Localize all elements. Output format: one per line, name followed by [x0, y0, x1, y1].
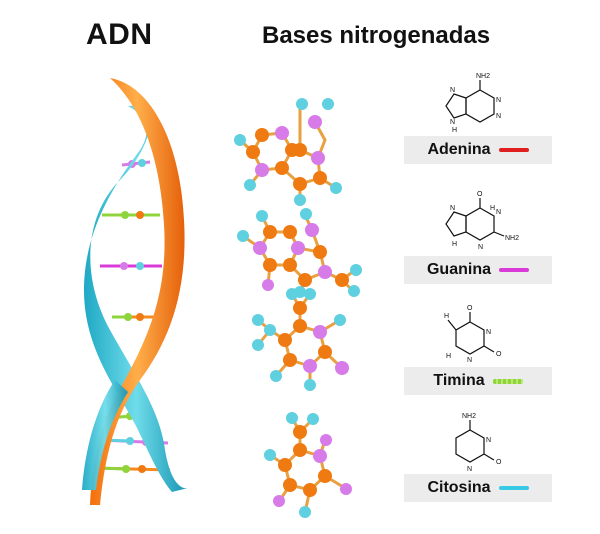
guanine-atom-3: H [490, 205, 495, 212]
guanine-atom-2: N [496, 209, 501, 216]
cyan-strand [84, 105, 188, 492]
label-guanina-text: Guanina [426, 261, 491, 278]
adenine-atom-3: N [496, 113, 501, 120]
cytosine-structure-icon [455, 420, 495, 463]
orange-strand [90, 78, 185, 505]
dna-title: ADN [86, 18, 153, 51]
timina-color-swatch [492, 378, 523, 384]
cytosine-atom-3: O [496, 459, 502, 466]
cytosine-atom-4: N [467, 466, 472, 473]
guanine-atom-1: O [477, 191, 483, 198]
thymine-atom-5: N [467, 357, 472, 364]
adenine-structure-icon [445, 80, 495, 123]
guanine-structure-icon [445, 198, 505, 241]
guanine-atom-6: N [450, 205, 455, 212]
adenine-atom-6: H [452, 127, 457, 134]
adenine-atom-2: N [496, 97, 501, 104]
thymine-structure-icon [447, 312, 495, 355]
bases-title: Bases nitrogenadas [262, 22, 491, 49]
citosina-color-swatch [498, 486, 529, 490]
adenine-atom-5: N [450, 119, 455, 126]
molecule-cytosine-atoms [264, 412, 352, 518]
thymine-atom-4: O [496, 351, 502, 358]
thymine-atom-3: N [486, 329, 491, 336]
label-adenina-text: Adenina [427, 141, 491, 158]
label-timina-text: Timina [433, 372, 485, 389]
guanina-color-swatch [499, 268, 529, 272]
molecule-thymine-atoms [252, 288, 349, 391]
molecule-adenine-atoms [234, 98, 342, 206]
label-citosina-text: Citosina [427, 479, 491, 496]
thymine-atom-2: H [444, 313, 449, 320]
molecule-guanine-atoms [237, 208, 362, 298]
cyan-strand-front [82, 380, 128, 490]
label-adenina: Adenina [404, 136, 552, 164]
guanine-atom-7: H [452, 241, 457, 248]
cytosine-atom-1: NH2 [462, 413, 476, 420]
guanine-atom-4: NH2 [505, 235, 519, 242]
adenine-atom-4: N [450, 87, 455, 94]
adenina-color-swatch [498, 148, 529, 152]
adenine-atom-1: NH2 [476, 73, 490, 80]
thymine-atom-6: H [446, 353, 451, 360]
guanine-atom-5: N [478, 244, 483, 251]
thymine-atom-1: O [467, 305, 473, 312]
label-timina: Timina [404, 367, 552, 395]
cytosine-atom-2: N [486, 437, 491, 444]
label-guanina: Guanina [404, 256, 552, 284]
label-citosina: Citosina [404, 474, 552, 502]
